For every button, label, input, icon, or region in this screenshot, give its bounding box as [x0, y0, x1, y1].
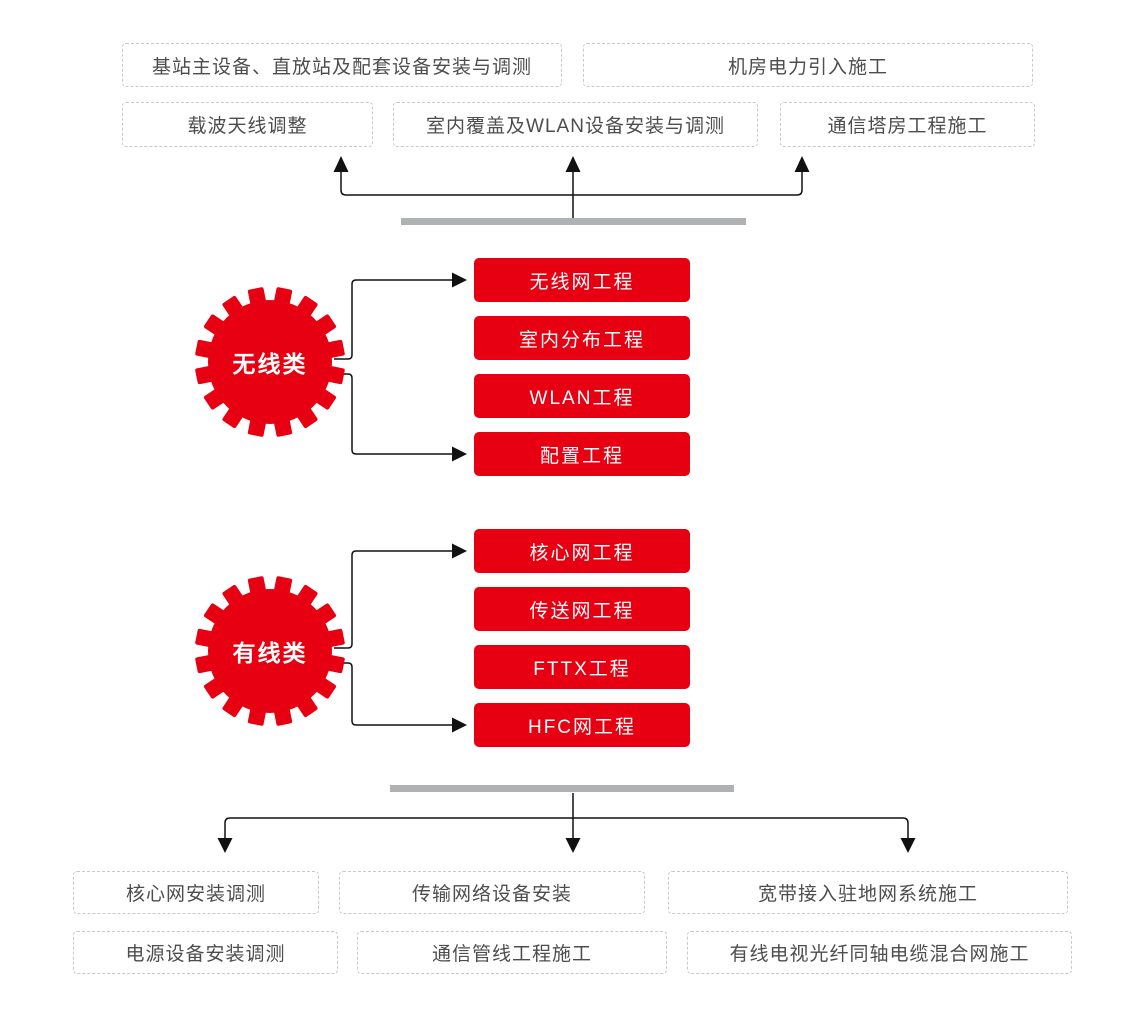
bottom-box-hfc-catv: 有线电视光纤同轴电缆混合网施工: [687, 931, 1072, 974]
top-connector: [333, 156, 810, 218]
category-button-wlan: WLAN工程: [474, 374, 690, 418]
bottom-box-core-install: 核心网安装调测: [73, 871, 319, 914]
wired-gear-icon: [195, 576, 345, 726]
category-button-transport-net: 传送网工程: [474, 587, 690, 631]
top-box-base-station: 基站主设备、直放站及配套设备安装与调测: [122, 43, 562, 87]
bottom-box-transmission-install: 传输网络设备安装: [339, 871, 645, 914]
category-button-hfc: HFC网工程: [474, 703, 690, 747]
top-box-antenna: 载波天线调整: [122, 102, 373, 147]
wireless-gear-icon: [195, 287, 345, 437]
divider-bar-bottom: [390, 785, 734, 792]
wireless-gear-label: 无线类: [232, 351, 308, 377]
wired-gear-label: 有线类: [232, 640, 308, 666]
top-box-indoor-wlan: 室内覆盖及WLAN设备安装与调测: [393, 102, 758, 147]
wireless-gear-connector: [334, 272, 467, 462]
top-box-power-intro: 机房电力引入施工: [583, 43, 1033, 87]
divider-bar-top: [401, 218, 746, 225]
bottom-connector: [217, 793, 916, 853]
wired-gear-connector: [334, 543, 467, 733]
bottom-box-broadband-access: 宽带接入驻地网系统施工: [668, 871, 1068, 914]
top-box-tower: 通信塔房工程施工: [780, 102, 1035, 147]
category-button-config: 配置工程: [474, 432, 690, 476]
category-button-core-net: 核心网工程: [474, 529, 690, 573]
category-button-fttx: FTTX工程: [474, 645, 690, 689]
category-button-wireless-net: 无线网工程: [474, 258, 690, 302]
category-button-indoor-dist: 室内分布工程: [474, 316, 690, 360]
bottom-box-pipeline: 通信管线工程施工: [357, 931, 667, 974]
bottom-box-power-install: 电源设备安装调测: [73, 931, 338, 974]
